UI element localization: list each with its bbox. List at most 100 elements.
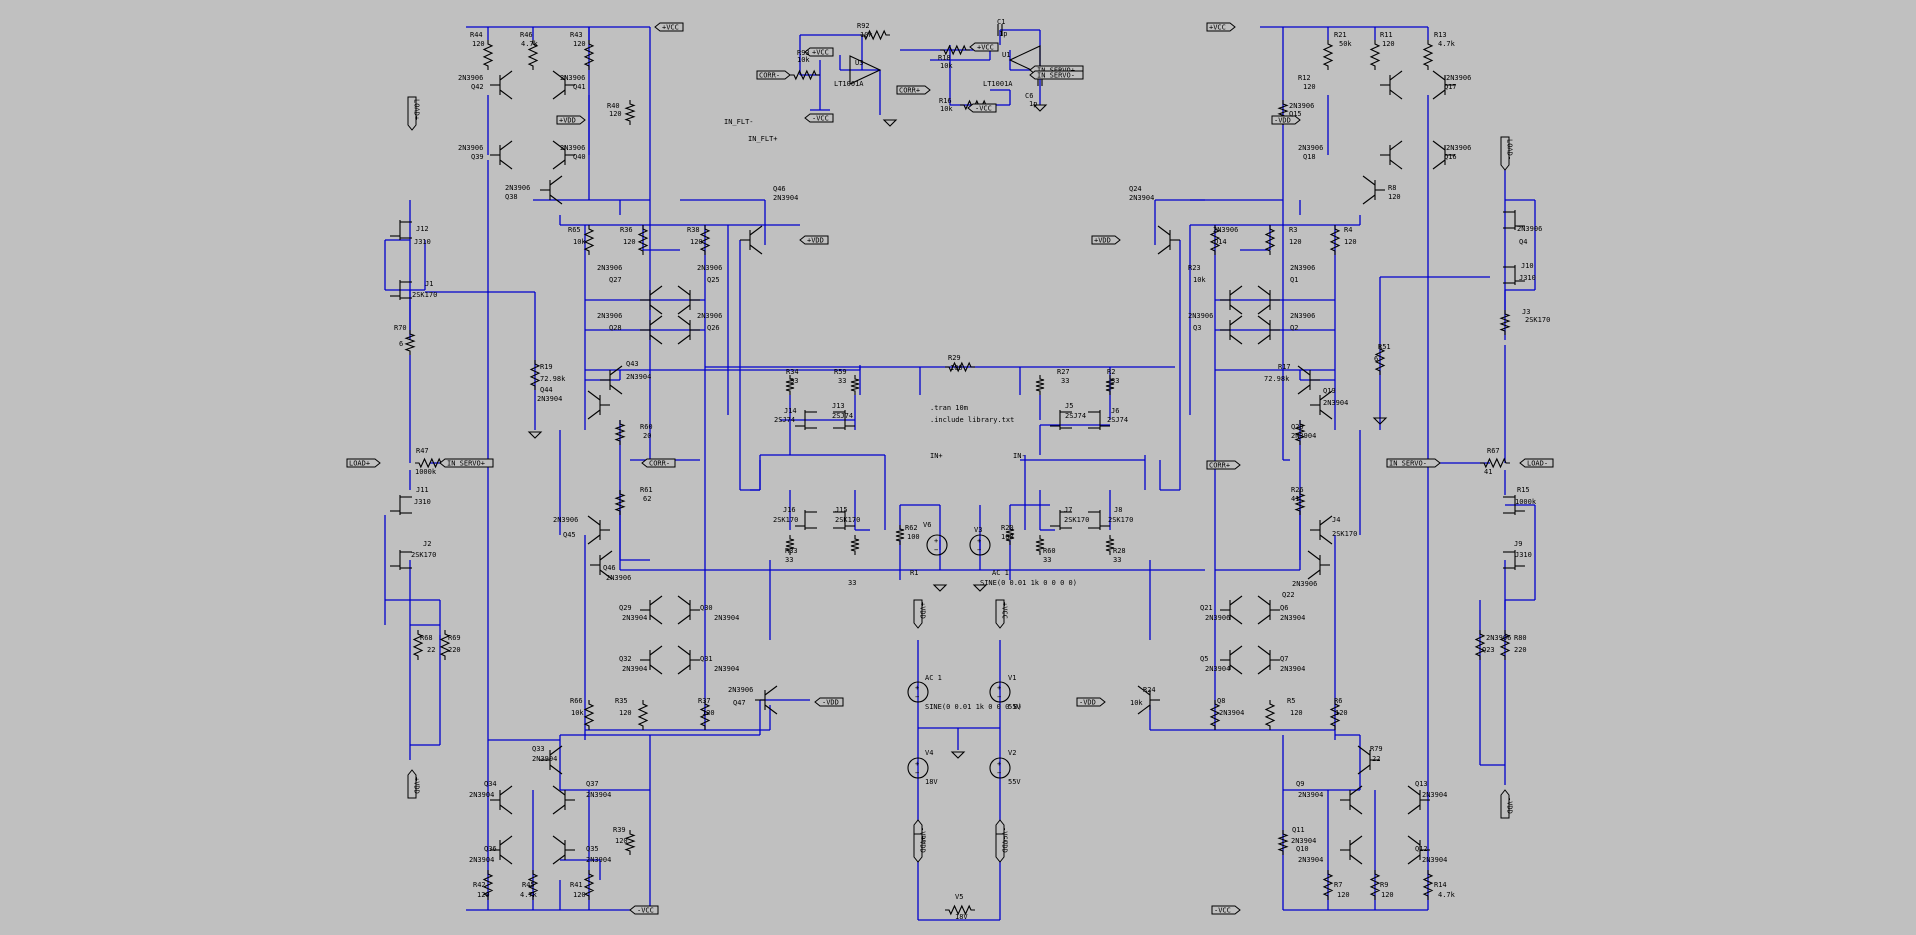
transistor-41 (1257, 645, 1280, 675)
resistor-v-46-zigzag (1277, 830, 1289, 855)
resistor-v-32-zigzag (1422, 40, 1434, 70)
label-7: Q42 (471, 83, 484, 91)
transistor-3-collector (552, 140, 566, 151)
transistor-18-collector (764, 685, 778, 696)
transistor-44-emitter (1349, 804, 1363, 815)
label-58: 2N3906 (597, 312, 622, 320)
transistor-44-collector (1349, 785, 1363, 796)
net-flag-16-shape (756, 70, 791, 80)
transistor-35-collector (1319, 390, 1333, 401)
resistor-v-16-zigzag (624, 830, 636, 855)
label-30: C6 (1025, 92, 1033, 100)
net-flag-9: LOAD- (1519, 458, 1554, 468)
label-103: 2N3904 (469, 791, 494, 799)
resistor-v-15 (699, 700, 711, 730)
resistor-v-27 (1105, 535, 1115, 555)
jfet-11 (1088, 510, 1110, 530)
resistor-v-4-zigzag (583, 225, 595, 255)
label-159: 33 (848, 579, 856, 587)
net-flag-32-shape (556, 115, 586, 125)
resistor-v-35 (1264, 225, 1276, 255)
jfet-14 (1503, 495, 1525, 515)
net-flag-17-label: CORR+ (899, 87, 920, 95)
transistor-19 (540, 745, 563, 775)
net-flag-31-label: -VDD (1506, 797, 1514, 814)
label-3: 4.7k (521, 40, 539, 48)
label-236: Q7 (1280, 655, 1288, 663)
label-102: Q34 (484, 780, 497, 788)
label-22: U3 (855, 59, 863, 67)
label-214: Q19 (1323, 387, 1336, 395)
transistor-39-collector (1257, 595, 1271, 606)
label-257: 2N3904 (1298, 856, 1323, 864)
label-78: R69 (448, 634, 461, 642)
label-104: Q37 (586, 780, 599, 788)
label-146: R62 (905, 524, 918, 532)
label-232: Q6 (1280, 604, 1288, 612)
transistor-18-emitter (764, 704, 778, 715)
label-129: 2SJ74 (774, 416, 795, 424)
label-89: 2N3904 (622, 665, 647, 673)
label-67: 20 (643, 432, 651, 440)
transistor-32-emitter (1229, 334, 1243, 345)
resistor-v-31-zigzag (1369, 40, 1381, 70)
label-220: R67 (1487, 447, 1500, 455)
label-132: J5 (1065, 402, 1073, 410)
transistor-22-collector (499, 835, 513, 846)
voltage-source-1-circle (969, 534, 991, 556)
label-60: 2N3906 (697, 312, 722, 320)
resistor-v-1 (527, 40, 539, 70)
label-52: R38 (687, 226, 700, 234)
net-flag-20-shape (969, 42, 999, 52)
label-262: R7 (1334, 881, 1342, 889)
transistor-30-emitter (1229, 304, 1243, 315)
label-152: R33 (785, 547, 798, 555)
voltage-source-5-plus: + (997, 760, 1001, 768)
net-flag-19-shape (804, 113, 834, 123)
label-23: LT1001A (834, 80, 864, 88)
net-flag-30: +VDD (407, 769, 421, 799)
resistor-v-46 (1277, 830, 1289, 855)
resistor-h-1-zigzag (945, 361, 975, 373)
transistor-39-emitter (1257, 614, 1271, 625)
resistor-v-30-zigzag (1322, 40, 1334, 70)
transistor-47 (1407, 835, 1430, 865)
net-flag-31: -VDD (1500, 789, 1514, 819)
transistor-10-collector (609, 365, 623, 376)
ground-2-tri (932, 584, 948, 592)
resistor-v-26-zigzag (1035, 535, 1045, 555)
net-flag-20-label: +VCC (977, 44, 994, 52)
label-228: 2N3906 (1292, 580, 1317, 588)
transistor-38-emitter (1229, 614, 1243, 625)
opamp-u1-body (1008, 45, 1041, 75)
label-118: R34 (786, 368, 799, 376)
label-70: R47 (416, 447, 429, 455)
label-136: IN+ (930, 452, 943, 460)
net-flag-28-label: LOAD+ (413, 99, 421, 120)
net-flag-11-label: IN_SERVO- (1389, 460, 1427, 468)
net-flag-15-shape (641, 458, 676, 468)
label-175: 120 (1382, 40, 1395, 48)
label-198: 2N3906 (1290, 264, 1315, 272)
transistor-23-emitter (552, 854, 566, 865)
transistor-6-collector (649, 285, 663, 296)
resistor-v-34 (1209, 225, 1221, 255)
label-112: R42 (473, 881, 486, 889)
ground-1-tri (1372, 417, 1388, 425)
label-18: R92 (857, 22, 870, 30)
label-177: 4.7k (1438, 40, 1456, 48)
voltage-source-2-minus: − (915, 693, 919, 701)
label-249: 220 (1514, 646, 1527, 654)
ground-5-tri (882, 119, 898, 127)
net-flag-17: CORR+ (896, 85, 931, 95)
label-258: Q12 (1415, 845, 1428, 853)
label-110: R39 (613, 826, 626, 834)
transistor-44 (1340, 785, 1363, 815)
net-flag-8: LOAD+ (346, 458, 381, 468)
label-192: R3 (1289, 226, 1297, 234)
transistor-46 (1340, 835, 1363, 865)
transistor-45 (1407, 785, 1430, 815)
transistor-3 (552, 140, 575, 170)
ground-4 (950, 751, 966, 759)
